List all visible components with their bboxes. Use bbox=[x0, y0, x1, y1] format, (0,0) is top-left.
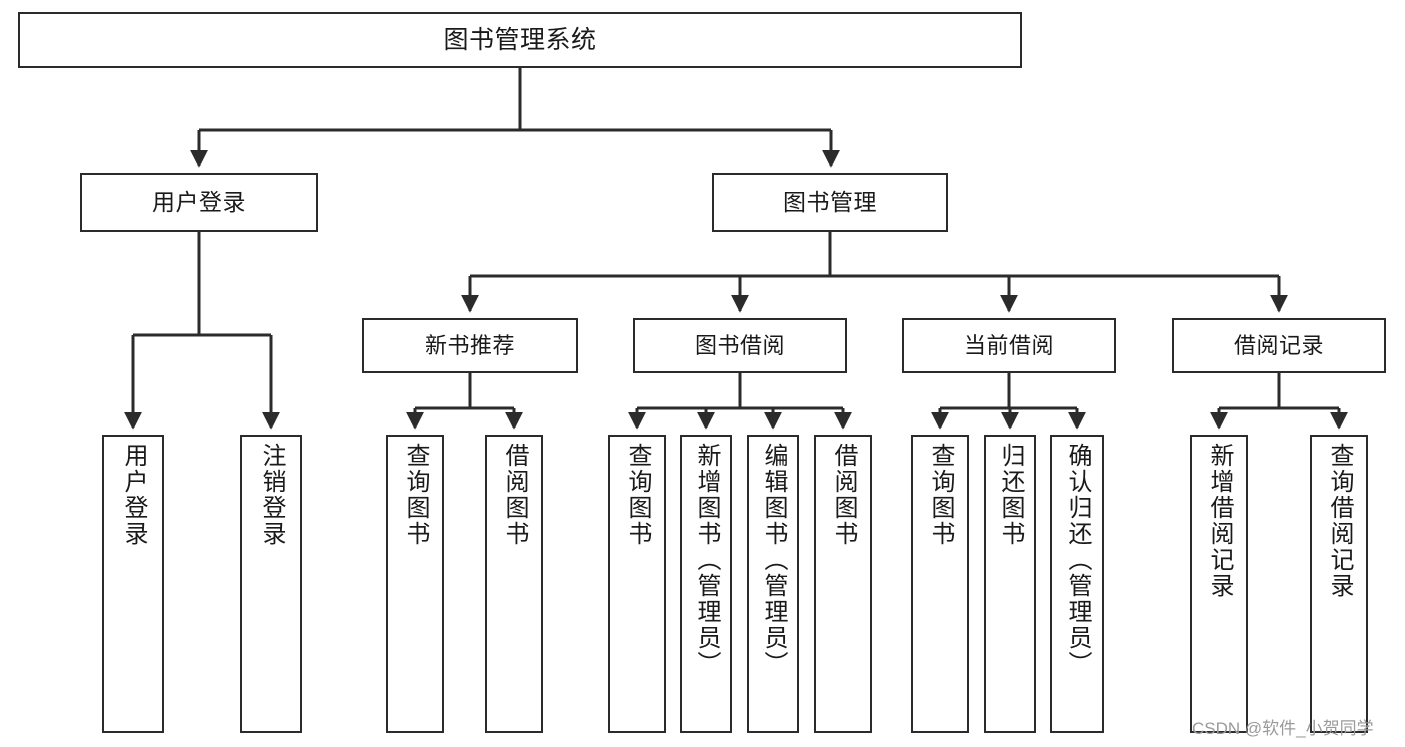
node-label: 借阅记录 bbox=[1233, 332, 1324, 358]
leaf-borrow-book[interactable]: 借阅图书 bbox=[814, 435, 872, 733]
node-label: 查询借阅记录 bbox=[1326, 443, 1353, 599]
leaf-add-book-admin[interactable]: 新增图书（管理员） bbox=[680, 435, 732, 733]
leaf-edit-book-admin[interactable]: 编辑图书（管理员） bbox=[747, 435, 799, 733]
node-label: 图书管理系统 bbox=[443, 25, 597, 54]
leaf-return-book[interactable]: 归还图书 bbox=[984, 435, 1036, 733]
node-label: 新增图书（管理员） bbox=[693, 443, 720, 677]
leaf-logout[interactable]: 注销登录 bbox=[240, 435, 302, 733]
node-user-login[interactable]: 用户登录 bbox=[80, 173, 318, 232]
leaf-user-login[interactable]: 用户登录 bbox=[102, 435, 164, 733]
leaf-confirm-return-admin[interactable]: 确认归还（管理员） bbox=[1050, 435, 1104, 733]
node-book-borrow[interactable]: 图书借阅 bbox=[633, 318, 847, 373]
node-borrow-record[interactable]: 借阅记录 bbox=[1172, 318, 1386, 373]
node-label: 借阅图书 bbox=[830, 443, 857, 547]
node-label: 确认归还（管理员） bbox=[1064, 443, 1091, 677]
csdn-watermark: CSDN @软件_小贺同学 bbox=[1192, 719, 1374, 738]
leaf-query-borrow-record[interactable]: 查询借阅记录 bbox=[1310, 435, 1368, 733]
node-label: 用户登录 bbox=[152, 189, 246, 216]
node-root-system[interactable]: 图书管理系统 bbox=[18, 12, 1022, 68]
leaf-query-book-current[interactable]: 查询图书 bbox=[911, 435, 969, 733]
leaf-add-borrow-record[interactable]: 新增借阅记录 bbox=[1190, 435, 1248, 733]
node-label: 图书管理 bbox=[783, 189, 877, 216]
node-label: 借阅图书 bbox=[501, 443, 528, 547]
node-label: 查询图书 bbox=[624, 443, 651, 547]
node-label: 编辑图书（管理员） bbox=[760, 443, 787, 677]
node-current-borrow[interactable]: 当前借阅 bbox=[902, 318, 1116, 373]
node-label: 归还图书 bbox=[997, 443, 1024, 547]
leaf-borrow-book-recommend[interactable]: 借阅图书 bbox=[485, 435, 543, 733]
node-label: 图书借阅 bbox=[694, 332, 785, 358]
node-label: 用户登录 bbox=[120, 443, 147, 547]
node-book-management[interactable]: 图书管理 bbox=[712, 173, 948, 232]
node-label: 新书推荐 bbox=[424, 332, 515, 358]
node-label: 当前借阅 bbox=[963, 332, 1054, 358]
leaf-query-book-recommend[interactable]: 查询图书 bbox=[386, 435, 444, 733]
node-new-book-recommend[interactable]: 新书推荐 bbox=[362, 318, 578, 373]
node-label: 新增借阅记录 bbox=[1206, 443, 1233, 599]
leaf-query-book-borrow[interactable]: 查询图书 bbox=[608, 435, 666, 733]
node-label: 查询图书 bbox=[402, 443, 429, 547]
node-label: 注销登录 bbox=[258, 443, 285, 547]
node-label: 查询图书 bbox=[927, 443, 954, 547]
